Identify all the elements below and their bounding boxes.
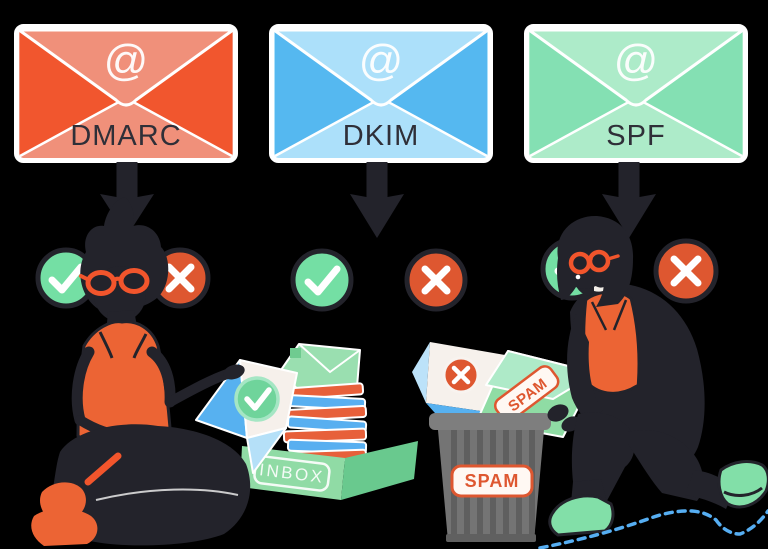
stack-envelope-fold bbox=[298, 343, 361, 374]
at-symbol-icon: @ bbox=[614, 36, 659, 85]
spam-envelope-side bbox=[412, 342, 430, 403]
person-left-shirt-seams bbox=[98, 331, 148, 359]
person-right-glasses bbox=[568, 249, 620, 275]
at-symbol-icon: @ bbox=[359, 36, 404, 85]
person-right-sleeve bbox=[567, 314, 603, 422]
person-left-glasses bbox=[79, 268, 150, 296]
check-badge-icon bbox=[234, 376, 280, 422]
trash-can-base bbox=[446, 534, 536, 542]
person-right bbox=[547, 215, 768, 537]
check-icon bbox=[290, 248, 354, 312]
person-right-sneaker bbox=[717, 460, 768, 509]
cross-icon bbox=[653, 238, 719, 304]
down-arrow-icon bbox=[100, 162, 154, 236]
verified-envelope bbox=[195, 359, 298, 474]
person-right-shirt bbox=[582, 291, 640, 395]
person-left-pants-seam bbox=[95, 488, 239, 501]
person-right-sneaker-sole bbox=[723, 486, 763, 497]
person-left-legs bbox=[53, 424, 251, 546]
envelope-flap bbox=[272, 28, 490, 107]
envelope-label-dmarc: DMARC bbox=[70, 120, 181, 152]
trash-can-rim bbox=[429, 413, 551, 430]
envelope-right-fold bbox=[381, 31, 487, 156]
envelope-right-fold bbox=[126, 31, 232, 156]
at-symbol-icon: @ bbox=[104, 36, 149, 85]
envelope-left-fold bbox=[530, 31, 636, 156]
person-right-sneaker bbox=[548, 494, 615, 537]
person-left bbox=[31, 197, 251, 546]
down-arrow-icon bbox=[602, 162, 656, 238]
down-arrow-icon bbox=[350, 162, 404, 238]
inbox-side bbox=[341, 441, 418, 500]
envelope-left-fold bbox=[20, 31, 126, 156]
trash-label-plate: SPAM bbox=[450, 464, 534, 498]
verified-envelope-bottom bbox=[246, 427, 287, 474]
person-right-collar bbox=[590, 299, 628, 331]
envelope-card-dmarc: @ DMARC bbox=[14, 24, 238, 163]
envelope-card-dkim: @ DKIM bbox=[269, 24, 493, 163]
person-left-back-arm bbox=[71, 346, 95, 426]
envelope-flap bbox=[17, 28, 235, 107]
person-left-foot bbox=[40, 482, 86, 518]
envelope-label-spf: SPF bbox=[606, 120, 665, 152]
envelope-stack bbox=[280, 343, 368, 464]
trash-label: SPAM bbox=[465, 471, 520, 491]
inbox-tray: INBOX bbox=[240, 441, 418, 500]
cross-badge-icon bbox=[442, 356, 480, 394]
person-left-foot bbox=[31, 508, 98, 546]
trash-area: SPAM SPAM bbox=[412, 342, 597, 542]
inbox-front bbox=[240, 446, 345, 500]
envelope-card-spf: @ SPF bbox=[524, 24, 748, 163]
stack-tab bbox=[290, 348, 301, 358]
envelope-label-dkim: DKIM bbox=[343, 120, 420, 152]
person-right-smile bbox=[594, 283, 610, 292]
ground-dash-line bbox=[538, 509, 768, 549]
envelope-left-fold bbox=[275, 31, 381, 156]
person-right-earring bbox=[575, 274, 581, 280]
person-left-shin-accent bbox=[84, 452, 122, 486]
envelope-flap bbox=[527, 28, 745, 107]
envelope-right-fold bbox=[636, 31, 742, 156]
person-right-hand bbox=[547, 404, 569, 422]
person-left-hand bbox=[223, 364, 245, 380]
cross-icon bbox=[404, 248, 468, 312]
person-right-back-leg bbox=[628, 430, 704, 501]
trash-can: SPAM bbox=[429, 413, 551, 542]
